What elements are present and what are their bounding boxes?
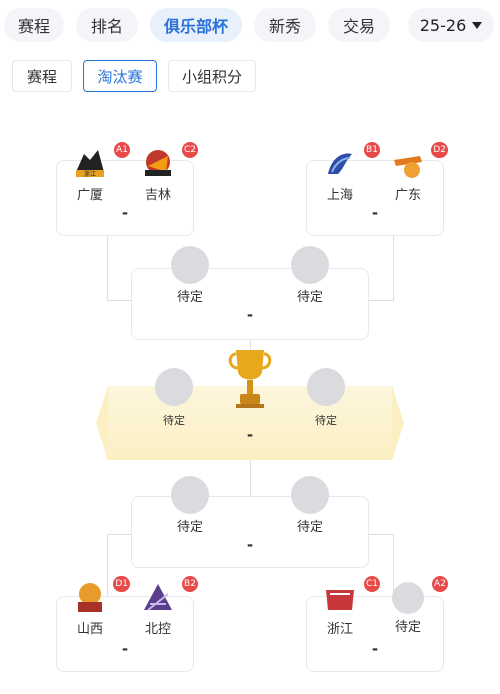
- team-name: 待定: [296, 520, 323, 535]
- connector-line: [250, 460, 251, 496]
- basketball-placeholder-icon: [291, 246, 329, 284]
- team-name: 山西: [76, 622, 103, 637]
- team-jilin[interactable]: C2 吉林: [128, 142, 198, 203]
- team-name: 北控: [144, 622, 171, 637]
- tab-trade[interactable]: 交易: [328, 8, 390, 42]
- team-name: 待定: [394, 620, 421, 635]
- basketball-placeholder-icon: [307, 368, 345, 406]
- season-label: 25-26: [419, 15, 467, 35]
- connector-line: [393, 236, 394, 300]
- team-name: 吉林: [144, 188, 171, 203]
- connector-line: [369, 300, 394, 301]
- team-name: 上海: [326, 188, 353, 203]
- trophy-icon: [228, 350, 272, 408]
- seed-badge: D2: [431, 142, 448, 158]
- match-score: -: [121, 640, 129, 658]
- seed-badge: D1: [113, 576, 130, 592]
- basketball-placeholder-icon: [171, 246, 209, 284]
- team-tbd[interactable]: 待定: [160, 476, 220, 535]
- team-shanxi[interactable]: D1 山西: [60, 576, 130, 637]
- basketball-placeholder-icon: [392, 582, 424, 614]
- jilin-logo-icon: [145, 150, 171, 176]
- match-card-top-right[interactable]: [306, 160, 444, 236]
- match-score: -: [246, 306, 254, 324]
- team-tbd[interactable]: 待定: [160, 246, 220, 305]
- dropdown-arrow-icon: [472, 21, 483, 29]
- team-tbd[interactable]: 待定: [144, 368, 204, 428]
- team-name: 浙江: [326, 622, 353, 637]
- subtab-knockout[interactable]: 淘汰赛: [83, 60, 157, 92]
- seed-badge: A1: [114, 142, 130, 158]
- seed-badge: A2: [432, 576, 448, 592]
- team-name: 待定: [176, 520, 203, 535]
- team-guangsha[interactable]: 浙江 A1 广厦: [60, 142, 130, 203]
- final-left-arrow: [96, 386, 108, 460]
- shanxi-logo-icon: [78, 583, 102, 612]
- subtab-group-points[interactable]: 小组积分: [168, 60, 256, 92]
- team-name: 广东: [394, 188, 421, 203]
- season-selector[interactable]: 25-26: [408, 8, 494, 42]
- match-card-semi-top[interactable]: [131, 268, 369, 340]
- connector-line: [107, 300, 131, 301]
- connector-line: [369, 534, 394, 535]
- team-name: 待定: [163, 414, 185, 427]
- seed-badge: C1: [363, 576, 380, 592]
- seed-badge: B1: [364, 142, 380, 158]
- match-score: -: [371, 204, 379, 222]
- svg-text:浙江: 浙江: [84, 170, 96, 178]
- connector-line: [107, 534, 131, 535]
- team-guangdong[interactable]: D2 广东: [378, 142, 448, 203]
- match-score: -: [121, 204, 129, 222]
- shanghai-logo-icon: [328, 153, 352, 174]
- guangsha-logo-icon: 浙江: [76, 150, 104, 178]
- guangdong-logo-icon: [394, 156, 422, 178]
- team-name: 广厦: [76, 188, 103, 203]
- team-tbd[interactable]: 待定: [280, 246, 340, 305]
- match-score: -: [246, 536, 254, 554]
- team-name: 待定: [176, 290, 203, 305]
- team-tbd[interactable]: 待定: [296, 368, 356, 428]
- team-tbd[interactable]: A2 待定: [378, 576, 448, 635]
- tab-rookie[interactable]: 新秀: [254, 8, 316, 42]
- seed-badge: B2: [182, 576, 198, 592]
- team-name: 待定: [315, 414, 337, 427]
- top-tab-bar: 赛程 排名 俱乐部杯 新秀 交易 25-26: [0, 0, 500, 52]
- match-score: -: [371, 640, 379, 658]
- match-score: -: [246, 426, 254, 444]
- seed-badge: C2: [181, 142, 198, 158]
- match-card-semi-bottom[interactable]: [131, 496, 369, 568]
- connector-line: [107, 236, 108, 300]
- tab-club-cup[interactable]: 俱乐部杯: [150, 8, 242, 42]
- zhejiang-logo-icon: [326, 590, 354, 610]
- basketball-placeholder-icon: [291, 476, 329, 514]
- tab-schedule[interactable]: 赛程: [4, 8, 64, 42]
- basketball-placeholder-icon: [155, 368, 193, 406]
- team-zhejiang[interactable]: C1 浙江: [310, 576, 380, 637]
- team-tbd[interactable]: 待定: [280, 476, 340, 535]
- connector-line: [107, 534, 108, 596]
- basketball-placeholder-icon: [171, 476, 209, 514]
- team-beikong[interactable]: B2 北控: [128, 576, 198, 637]
- team-shanghai[interactable]: B1 上海: [310, 142, 380, 203]
- final-right-arrow: [392, 386, 404, 460]
- tab-ranking[interactable]: 排名: [76, 8, 138, 42]
- subtab-schedule[interactable]: 赛程: [12, 60, 72, 92]
- beikong-logo-icon: [144, 584, 172, 611]
- connector-line: [393, 534, 394, 596]
- team-name: 待定: [296, 290, 323, 305]
